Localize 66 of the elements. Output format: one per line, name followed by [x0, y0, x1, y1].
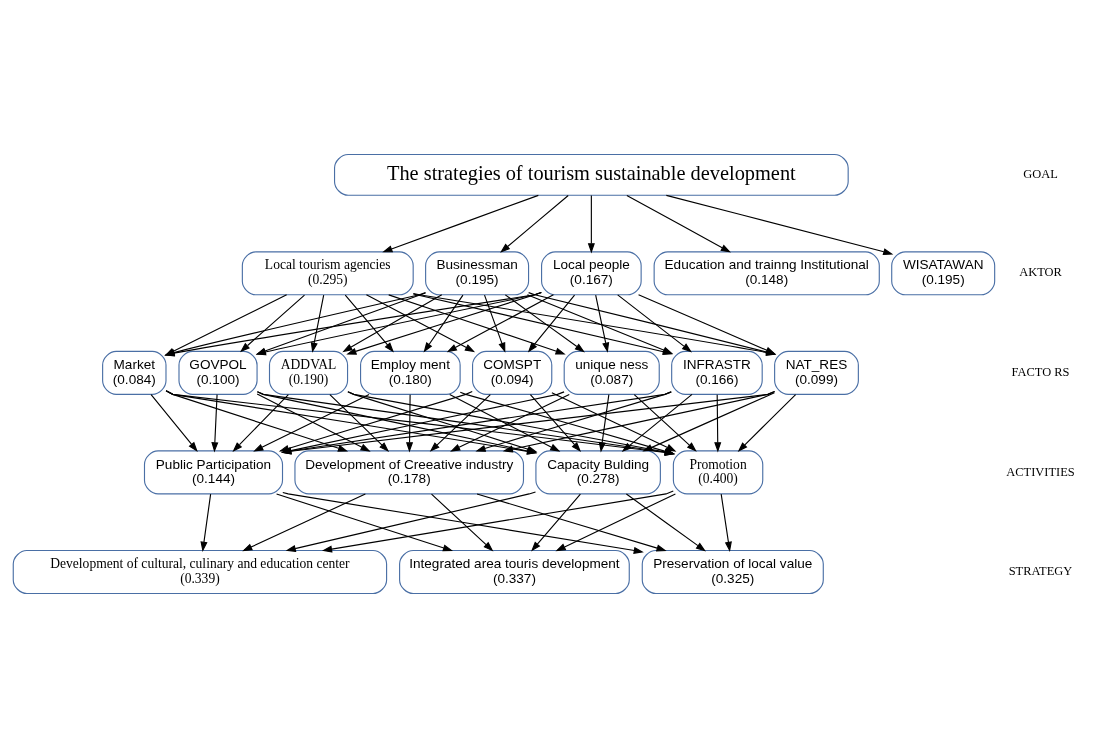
arrow	[211, 393, 219, 452]
arrow	[255, 292, 426, 355]
arrow	[626, 194, 731, 253]
node-box: Development of Creeative industry (0.178)	[294, 449, 525, 494]
arrow	[276, 492, 454, 551]
node-box: Businessman (0.195)	[425, 250, 530, 295]
label: FACTO RS	[1011, 364, 1070, 379]
arrow	[344, 294, 394, 352]
node-box: Public Participation (0.144)	[143, 449, 284, 494]
label: STRATEGY	[1008, 563, 1073, 578]
node-box: Local tourism agencies (0.295)	[241, 250, 414, 295]
arrow	[531, 493, 581, 552]
node-box: Employ ment (0.180)	[360, 350, 461, 395]
arrow	[382, 194, 539, 252]
arrow	[365, 293, 476, 352]
arrow	[282, 491, 644, 554]
arrow	[405, 393, 414, 452]
arrow	[665, 194, 894, 255]
arrow	[483, 294, 506, 353]
arrow	[430, 493, 494, 551]
arrow	[529, 393, 582, 452]
arrow	[476, 492, 667, 551]
arrow	[446, 293, 554, 352]
arrow	[150, 393, 198, 452]
node-box: NAT_RES (0.099)	[774, 350, 859, 395]
arrow	[423, 294, 464, 353]
arrow	[429, 393, 491, 452]
arrow	[321, 490, 674, 553]
node-box: Capacity Bulding (0.278)	[535, 449, 661, 494]
node-box: Promotion (0.400)	[672, 449, 764, 494]
node-box: Integrated area touris development (0.337)	[399, 549, 630, 594]
label: AKTOR	[1019, 264, 1062, 279]
node-box: The strategies of tourism sustainable development	[334, 153, 849, 196]
arrow	[200, 493, 212, 552]
node-box: COMSPT (0.094)	[472, 350, 553, 395]
arrow	[587, 194, 595, 253]
arrow	[342, 293, 443, 352]
arrow	[555, 492, 676, 551]
arrow	[329, 393, 390, 452]
arrow	[720, 493, 732, 552]
node-box: Local people (0.167)	[541, 250, 642, 295]
arrow	[714, 393, 722, 452]
arrow	[500, 194, 569, 253]
arrow	[388, 293, 566, 354]
node-box: Development of cultural, culinary and education center (0.339)	[12, 549, 388, 594]
arrow	[504, 293, 585, 352]
node-box: unique ness (0.087)	[563, 350, 660, 395]
label: ACTIVITIES	[1006, 464, 1075, 479]
node-box: Education and trainng Institutional (0.148)	[653, 250, 880, 295]
node-box: GOVPOL (0.100)	[178, 350, 258, 395]
arrow	[255, 291, 542, 355]
arrow	[625, 492, 706, 551]
arrow	[527, 294, 576, 352]
label: GOAL	[1023, 166, 1058, 181]
arrow	[595, 294, 610, 353]
arrow	[239, 294, 306, 352]
node-box: Preservation of local value (0.325)	[641, 549, 824, 594]
node-box: WISATAWAN (0.195)	[891, 250, 996, 295]
node-box: ADDVAL (0.190)	[268, 350, 349, 395]
arrow	[242, 492, 366, 551]
arrow	[617, 293, 692, 352]
node-box: INFRASTR (0.166)	[671, 350, 763, 395]
arrow	[310, 294, 325, 353]
arrow	[737, 393, 797, 452]
arrow	[285, 490, 537, 552]
node-box: Market (0.084)	[102, 350, 167, 395]
